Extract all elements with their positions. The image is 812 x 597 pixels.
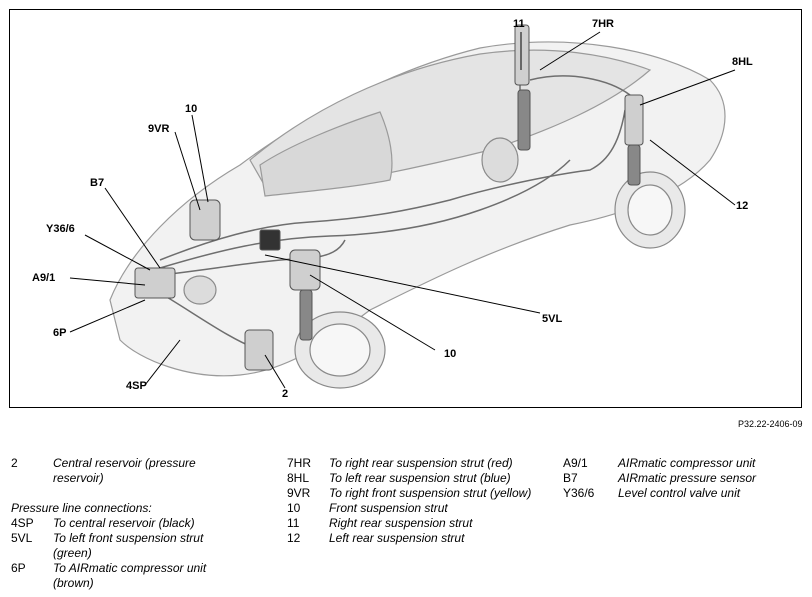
legend-item: 7HR To right rear suspension strut (red) [287, 456, 547, 471]
legend-desc: To right front suspension strut (yellow) [329, 486, 532, 500]
front-strut-left [289, 249, 321, 291]
legend-code: 7HR [287, 456, 312, 470]
legend-desc: To left rear suspension strut (blue) [329, 471, 511, 485]
legend-item: 2 Central reservoir (pressure reservoir) [11, 456, 271, 486]
legend-item: 9VR To right front suspension strut (yel… [287, 486, 547, 501]
legend-desc: Left rear suspension strut [329, 531, 465, 545]
callout-5vl: 5VL [542, 313, 563, 325]
legend-code: 4SP [11, 516, 34, 530]
legend-item: 8HL To left rear suspension strut (blue) [287, 471, 547, 486]
legend-item: 4SP To central reservoir (black) [11, 516, 271, 531]
legend-column-3: A9/1 AIRmatic compressor unit B7 AIRmati… [563, 456, 803, 501]
legend-desc: Right rear suspension strut [329, 516, 473, 530]
legend-desc: Central reservoir (pressure reservoir) [53, 456, 196, 485]
legend-code: Y36/6 [563, 486, 595, 500]
legend-item: A9/1 AIRmatic compressor unit [563, 456, 803, 471]
legend-item: 6P To AIRmatic compressor unit (brown) [11, 561, 271, 591]
legend-desc: To central reservoir (black) [53, 516, 195, 530]
callout-y36-6: Y36/6 [46, 223, 75, 235]
legend-code: 6P [11, 561, 26, 575]
callout-10-bottom: 10 [444, 348, 457, 360]
legend-item: 10 Front suspension strut [287, 501, 547, 516]
front-strut-right [189, 199, 221, 241]
legend-desc: To right rear suspension strut (red) [329, 456, 513, 470]
legend-desc: To left front suspension strut (green) [53, 531, 204, 560]
callout-b7: B7 [90, 177, 105, 189]
central-reservoir [244, 329, 274, 371]
callout-6p: 6P [53, 327, 67, 339]
legend-code: 11 [287, 516, 300, 530]
leader-lines [69, 31, 736, 389]
callout-11: 11 [513, 18, 525, 30]
legend-code: 12 [287, 531, 301, 545]
diagram-figure: 11 7HR 8HL 12 10 9VR B7 Y36/6 A9/1 6P 4S… [9, 9, 802, 408]
legend-desc: Level control valve unit [618, 486, 741, 500]
legend-code: 10 [287, 501, 301, 515]
callout-10-top: 10 [185, 103, 198, 115]
car-illustration [69, 24, 736, 389]
car-body [109, 41, 726, 377]
legend-desc: To AIRmatic compressor unit (brown) [53, 561, 207, 590]
legend-code: 2 [11, 456, 18, 470]
callout-9vr: 9VR [148, 123, 170, 135]
components [134, 24, 644, 371]
legend-desc: AIRmatic compressor unit [618, 456, 756, 470]
callout-7hr: 7HR [592, 18, 615, 30]
rear-strut-right [514, 24, 530, 86]
legend-column-1: 2 Central reservoir (pressure reservoir)… [11, 456, 271, 591]
callout-12: 12 [736, 200, 749, 212]
legend-desc: AIRmatic pressure sensor [618, 471, 757, 485]
legend-item: B7 AIRmatic pressure sensor [563, 471, 803, 486]
legend-code: 5VL [11, 531, 33, 545]
wheels [183, 137, 686, 389]
legend-item: Y36/6 Level control valve unit [563, 486, 803, 501]
figure-reference: P32.22-2406-09 [738, 419, 803, 429]
legend-item: 11 Right rear suspension strut [287, 516, 547, 531]
compressor-unit [134, 267, 176, 299]
callout-a9-1: A9/1 [32, 272, 56, 284]
callout-2: 2 [282, 388, 289, 400]
callout-8hl: 8HL [732, 56, 753, 68]
legend-code: B7 [563, 471, 578, 485]
legend-code: A9/1 [563, 456, 588, 470]
legend-heading: Pressure line connections: [11, 501, 152, 515]
callout-4sp: 4SP [126, 380, 147, 392]
legend-code: 9VR [287, 486, 311, 500]
legend-item: 5VL To left front suspension strut (gree… [11, 531, 271, 561]
legend-column-2: 7HR To right rear suspension strut (red)… [287, 456, 547, 546]
legend-code: 8HL [287, 471, 310, 485]
rear-strut-left [624, 94, 644, 146]
legend-item: 12 Left rear suspension strut [287, 531, 547, 546]
legend-desc: Front suspension strut [329, 501, 448, 515]
